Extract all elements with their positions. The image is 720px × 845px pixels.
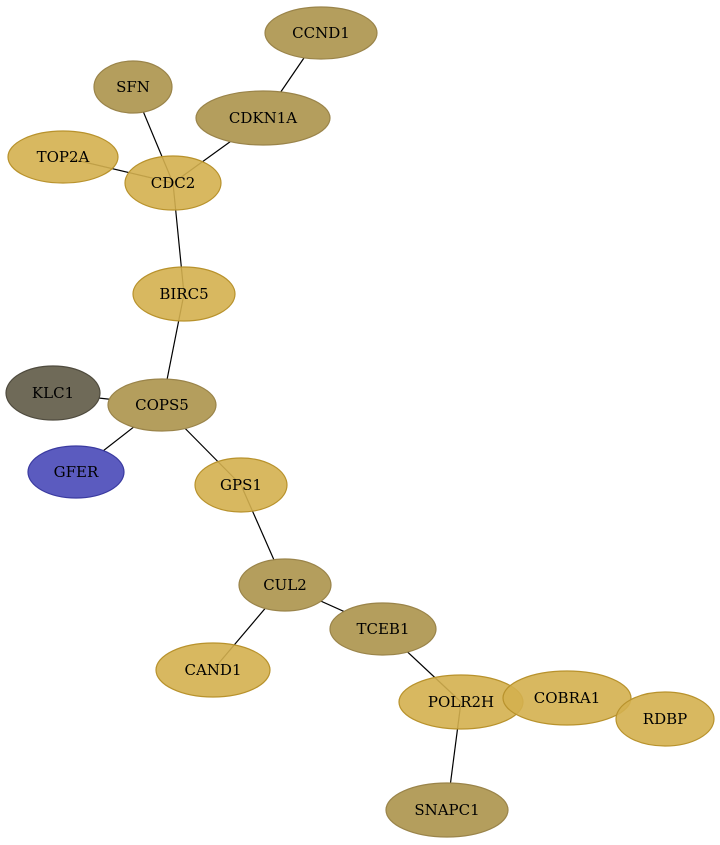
node-cand1-label: CAND1 xyxy=(184,661,241,679)
node-sfn[interactable]: SFN xyxy=(93,60,173,114)
node-rdbp[interactable]: RDBP xyxy=(615,691,715,747)
node-snapc1[interactable]: SNAPC1 xyxy=(385,782,509,838)
node-tceb1-label: TCEB1 xyxy=(357,620,410,638)
node-gps1[interactable]: GPS1 xyxy=(194,457,288,513)
node-cul2-ellipse xyxy=(238,558,332,612)
node-cand1[interactable]: CAND1 xyxy=(155,642,271,698)
node-klc1-label: KLC1 xyxy=(32,384,74,402)
node-gfer-ellipse xyxy=(27,445,125,499)
node-cdc2[interactable]: CDC2 xyxy=(124,155,222,211)
node-snapc1-label: SNAPC1 xyxy=(414,801,479,819)
node-ccnd1-ellipse xyxy=(264,6,378,60)
node-cul2[interactable]: CUL2 xyxy=(238,558,332,612)
node-cobra1-ellipse xyxy=(502,670,632,726)
node-cops5-label: COPS5 xyxy=(135,396,189,414)
node-top2a[interactable]: TOP2A xyxy=(7,130,119,184)
node-ccnd1[interactable]: CCND1 xyxy=(264,6,378,60)
node-rdbp-label: RDBP xyxy=(643,710,687,728)
node-cobra1[interactable]: COBRA1 xyxy=(502,670,632,726)
node-klc1-ellipse xyxy=(5,365,101,421)
node-cobra1-label: COBRA1 xyxy=(534,689,600,707)
node-tceb1[interactable]: TCEB1 xyxy=(329,602,437,656)
node-gfer[interactable]: GFER xyxy=(27,445,125,499)
node-cand1-ellipse xyxy=(155,642,271,698)
node-tceb1-ellipse xyxy=(329,602,437,656)
node-ccnd1-label: CCND1 xyxy=(292,24,350,42)
node-birc5[interactable]: BIRC5 xyxy=(132,266,236,322)
node-snapc1-ellipse xyxy=(385,782,509,838)
node-cops5[interactable]: COPS5 xyxy=(107,378,217,432)
node-top2a-ellipse xyxy=(7,130,119,184)
node-birc5-ellipse xyxy=(132,266,236,322)
node-polr2h-label: POLR2H xyxy=(428,693,494,711)
node-rdbp-ellipse xyxy=(615,691,715,747)
node-birc5-label: BIRC5 xyxy=(159,285,208,303)
node-gps1-label: GPS1 xyxy=(220,476,262,494)
node-cdc2-label: CDC2 xyxy=(151,174,196,192)
node-cdkn1a[interactable]: CDKN1A xyxy=(195,90,331,146)
node-klc1[interactable]: KLC1 xyxy=(5,365,101,421)
node-gps1-ellipse xyxy=(194,457,288,513)
node-cdkn1a-label: CDKN1A xyxy=(229,109,297,127)
node-top2a-label: TOP2A xyxy=(37,148,90,166)
node-gfer-label: GFER xyxy=(54,463,99,481)
node-sfn-ellipse xyxy=(93,60,173,114)
node-polr2h[interactable]: POLR2H xyxy=(398,674,524,730)
node-cul2-label: CUL2 xyxy=(263,576,307,594)
node-cops5-ellipse xyxy=(107,378,217,432)
node-sfn-label: SFN xyxy=(116,78,150,96)
node-cdc2-ellipse xyxy=(124,155,222,211)
node-cdkn1a-ellipse xyxy=(195,90,331,146)
